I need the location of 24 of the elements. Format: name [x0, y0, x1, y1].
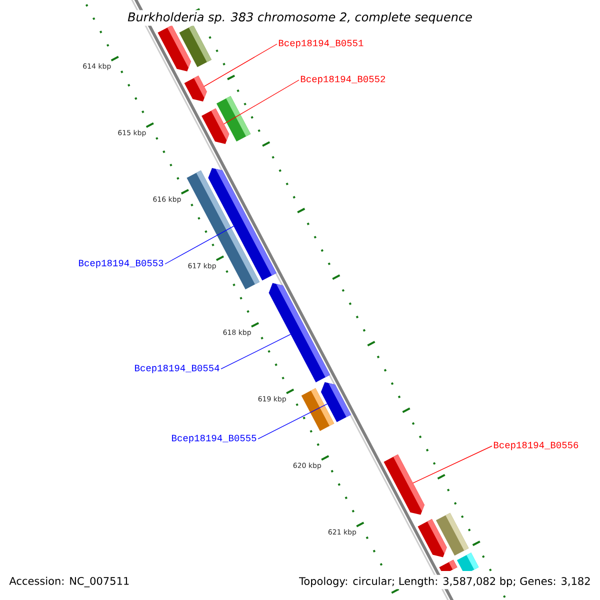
- gene-label: Bcep18194_B0556: [494, 442, 578, 450]
- gene-label: Bcep18194_B0552: [300, 76, 386, 84]
- title: Burkholderia sp. 383 chromosome 2, complete sequence: [126, 10, 474, 26]
- footer-text: Topology: circular; Length: 3,587,082 bp; Genes: 3,182: [297, 574, 593, 590]
- gene-bar: [436, 512, 469, 556]
- gene-bar: [456, 552, 479, 571]
- leader-line: [220, 334, 291, 370]
- leader-line: [224, 80, 300, 124]
- gene-bar: [320, 382, 351, 422]
- gene-bar: [216, 96, 251, 142]
- gene-bar: [384, 454, 424, 515]
- gene-label: Bcep18194_B0555: [172, 434, 256, 444]
- gene-bar: [439, 560, 458, 571]
- gene-bar: [184, 76, 207, 102]
- gene-bar: [179, 25, 212, 68]
- gene-label: Bcep18194_B0553: [79, 260, 164, 268]
- leader-line: [204, 44, 278, 87]
- gene-label: Bcep18194_B0551: [278, 40, 364, 48]
- leader-line: [258, 404, 328, 440]
- leader-line: [164, 226, 234, 264]
- gene-bar: [268, 283, 330, 382]
- gene-label: Bcep18194_B0554: [135, 364, 220, 374]
- leader-line: [412, 446, 492, 484]
- footer-text: Accession: NC_007511: [7, 574, 132, 590]
